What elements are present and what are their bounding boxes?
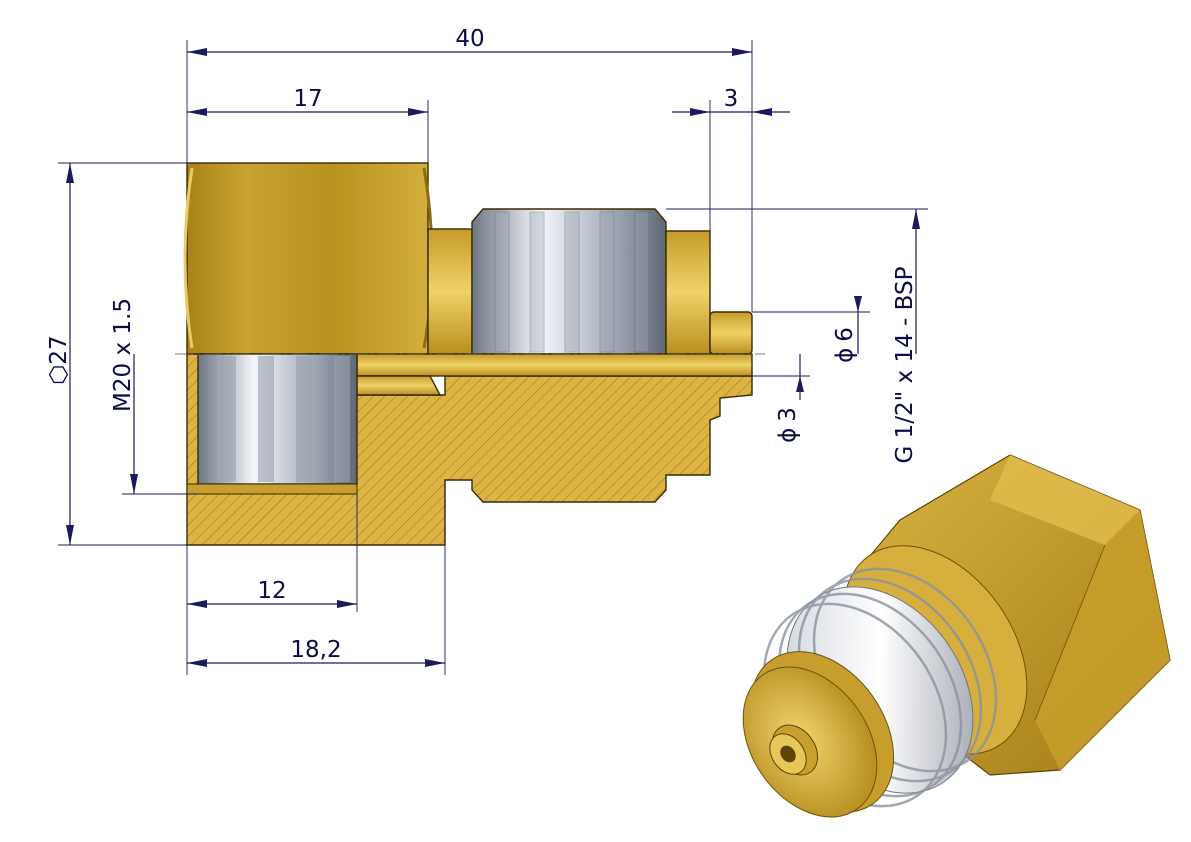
dim-body-depth: 18,2 [290, 637, 341, 663]
dim-tip-diameter: 6 [832, 327, 858, 342]
iso-bore [780, 745, 796, 763]
diameter-symbol: ϕ [775, 428, 801, 443]
dim-hex-size: 27 [46, 335, 72, 364]
hex-symbol: ⬡ [46, 365, 72, 385]
dim-hex-length: 17 [293, 86, 322, 112]
svg-text:⬡27: ⬡27 [46, 335, 72, 384]
collar-upper [665, 230, 711, 355]
diameter-symbol: ϕ [832, 348, 858, 363]
through-bore [356, 353, 753, 377]
female-thread [186, 353, 358, 495]
neck-upper [427, 228, 473, 355]
dim-bore-diameter: 3 [775, 407, 801, 422]
section-view [175, 162, 765, 546]
dim-tip-length: 3 [724, 86, 739, 112]
hex-body-upper [186, 162, 429, 355]
svg-text:ϕ3: ϕ3 [775, 407, 801, 443]
dim-male-thread: G 1/2" x 14 - BSP [892, 266, 918, 463]
dimensions: 40 17 3 ⬡27 M20 x 1.5 [46, 26, 928, 675]
svg-text:ϕ6: ϕ6 [832, 327, 858, 363]
tip-upper [709, 311, 753, 355]
dim-thread-depth: 12 [257, 578, 286, 604]
male-thread-upper [471, 208, 667, 355]
dim-overall-length: 40 [455, 26, 484, 52]
dim-female-thread: M20 x 1.5 [110, 298, 136, 412]
isometric-view [742, 454, 1171, 818]
